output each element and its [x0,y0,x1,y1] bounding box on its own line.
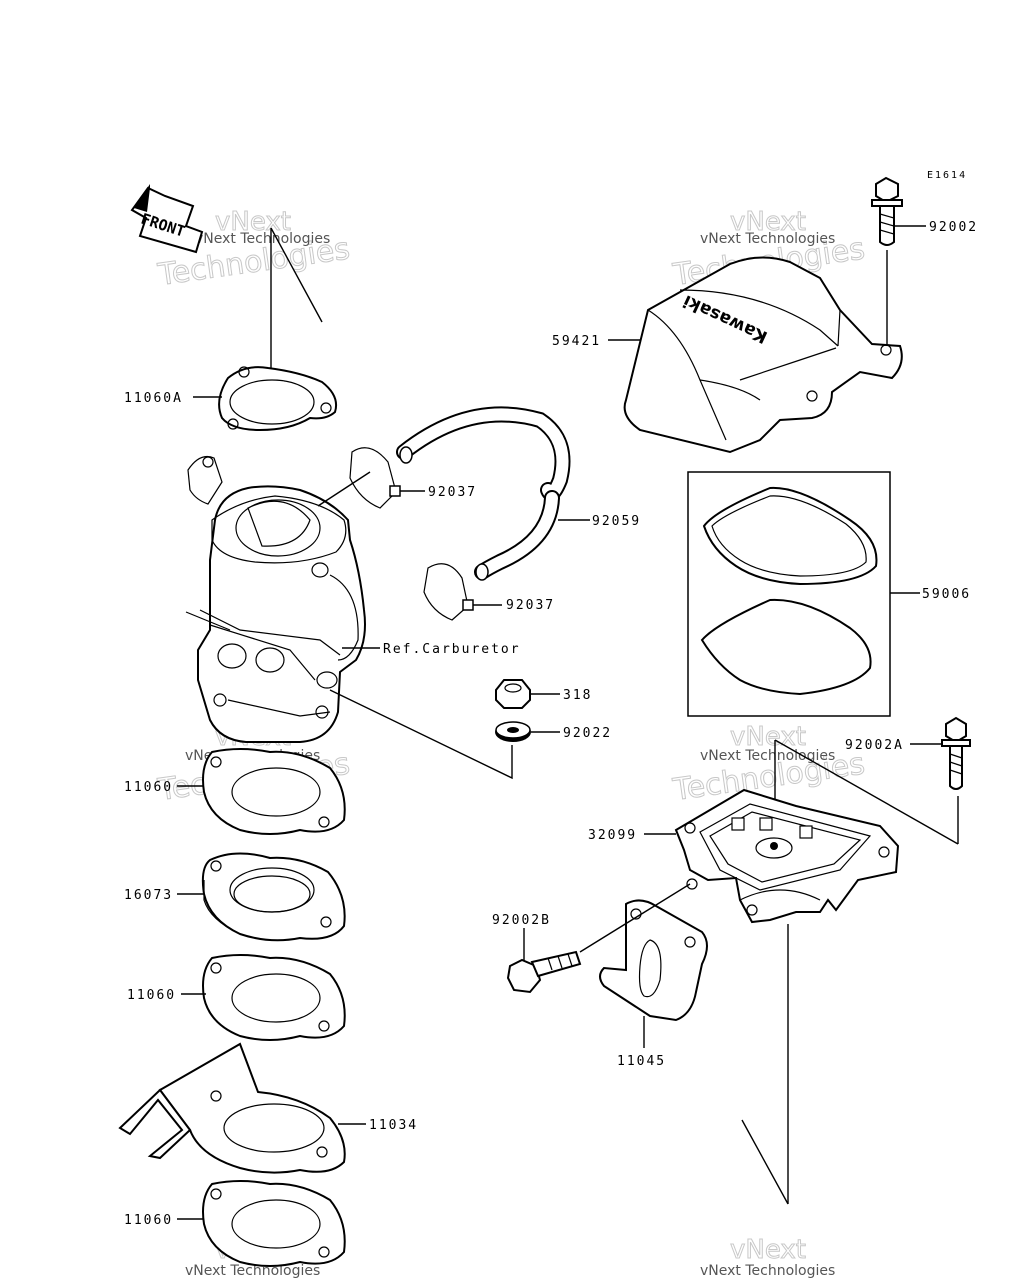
washer-92022 [495,721,531,742]
gasket-11060-2 [202,954,346,1041]
label-32099: 32099 [588,828,637,843]
hose-clamp-upper [349,447,401,509]
watermark-text: vNext Technologies [700,748,835,764]
gasket-11060-3 [202,1180,346,1267]
label-92002A: 92002A [845,738,904,753]
label-92059: 92059 [592,514,641,529]
watermark-text: vNext [730,1235,806,1265]
bolt-92002A [941,716,971,790]
bolt-92002B [506,950,582,994]
label-318: 318 [563,688,592,703]
hose-clamp-lower [423,563,474,621]
label-92002B: 92002B [492,913,551,928]
cover-59421: Kawasaki [623,256,903,454]
label-11060-2: 11060 [127,988,176,1003]
nut-318 [495,679,531,709]
watermark-text: vNext [215,207,291,237]
label-11045: 11045 [617,1054,666,1069]
watermark-text: vNext Technologies [700,1263,835,1279]
label-11060-3: 11060 [124,1213,173,1228]
label-92037-upper: 92037 [428,485,477,500]
bracket-11034 [118,1042,346,1174]
label-92022: 92022 [563,726,612,741]
label-11060A: 11060A [124,391,183,406]
bracket-11045 [599,899,708,1022]
base-32099 [674,788,900,924]
filter-set-59006 [687,471,891,717]
spacer-16073 [201,852,346,942]
label-11060-1: 11060 [124,780,173,795]
leader-line [579,883,691,953]
label-59006: 59006 [922,587,971,602]
watermark-text: vNext [730,722,806,752]
label-16073: 16073 [124,888,173,903]
watermark-text: vNext Technologies [195,231,330,247]
diagram-code: E1614 [927,170,967,181]
label-92002: 92002 [929,220,978,235]
leader-line [741,1119,789,1205]
gasket-11060A [218,366,338,432]
leader-line [270,227,323,323]
watermark-text: vNext [730,207,806,237]
label-ref-carburetor: Ref.Carburetor [383,642,521,657]
watermark-text: vNext Technologies [700,231,835,247]
gasket-11060-1 [202,748,346,835]
label-11034: 11034 [369,1118,418,1133]
label-59421: 59421 [552,334,601,349]
leader-line [317,471,371,507]
watermark-text: vNext Technologies [185,1263,320,1279]
leader-line [774,739,959,845]
bolt-92002 [871,176,903,246]
breather-hose [396,406,571,581]
leader-line [329,689,513,780]
front-arrow-icon: FRONT [130,184,204,254]
carburetor [185,455,366,743]
label-92037-lower: 92037 [506,598,555,613]
